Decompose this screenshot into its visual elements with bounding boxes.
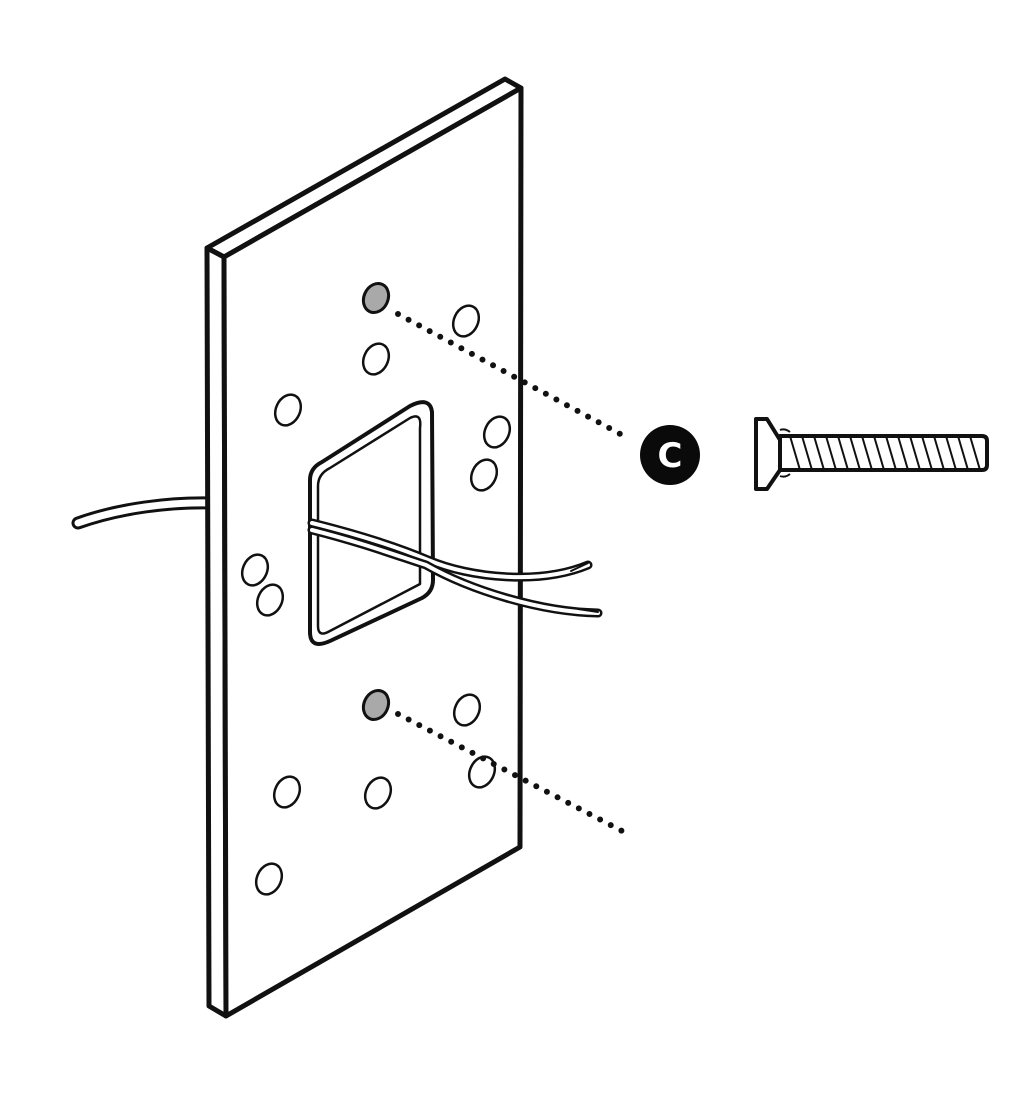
front-wires (307, 518, 603, 618)
hole (254, 862, 284, 896)
screw-icon (754, 417, 989, 491)
hole (469, 458, 499, 492)
hole (240, 553, 270, 587)
screw-threads (789, 435, 981, 471)
unused-holes (240, 304, 512, 896)
screw-hole-top (361, 281, 391, 315)
hole (451, 304, 481, 338)
callout-label: C (658, 436, 683, 476)
callout-badge: C (640, 425, 700, 485)
rear-cable (71, 496, 219, 530)
wire-opening (308, 400, 435, 646)
hole (273, 393, 303, 427)
hole (363, 776, 393, 810)
active-screw-holes (361, 281, 391, 722)
hole (272, 775, 302, 809)
hole (467, 755, 497, 789)
hole (361, 342, 391, 376)
hole (452, 693, 482, 727)
dotted-guides (395, 311, 627, 835)
hole (482, 415, 512, 449)
guide-top (395, 311, 627, 439)
hole (255, 583, 285, 617)
screw-hole-bottom (361, 688, 391, 722)
